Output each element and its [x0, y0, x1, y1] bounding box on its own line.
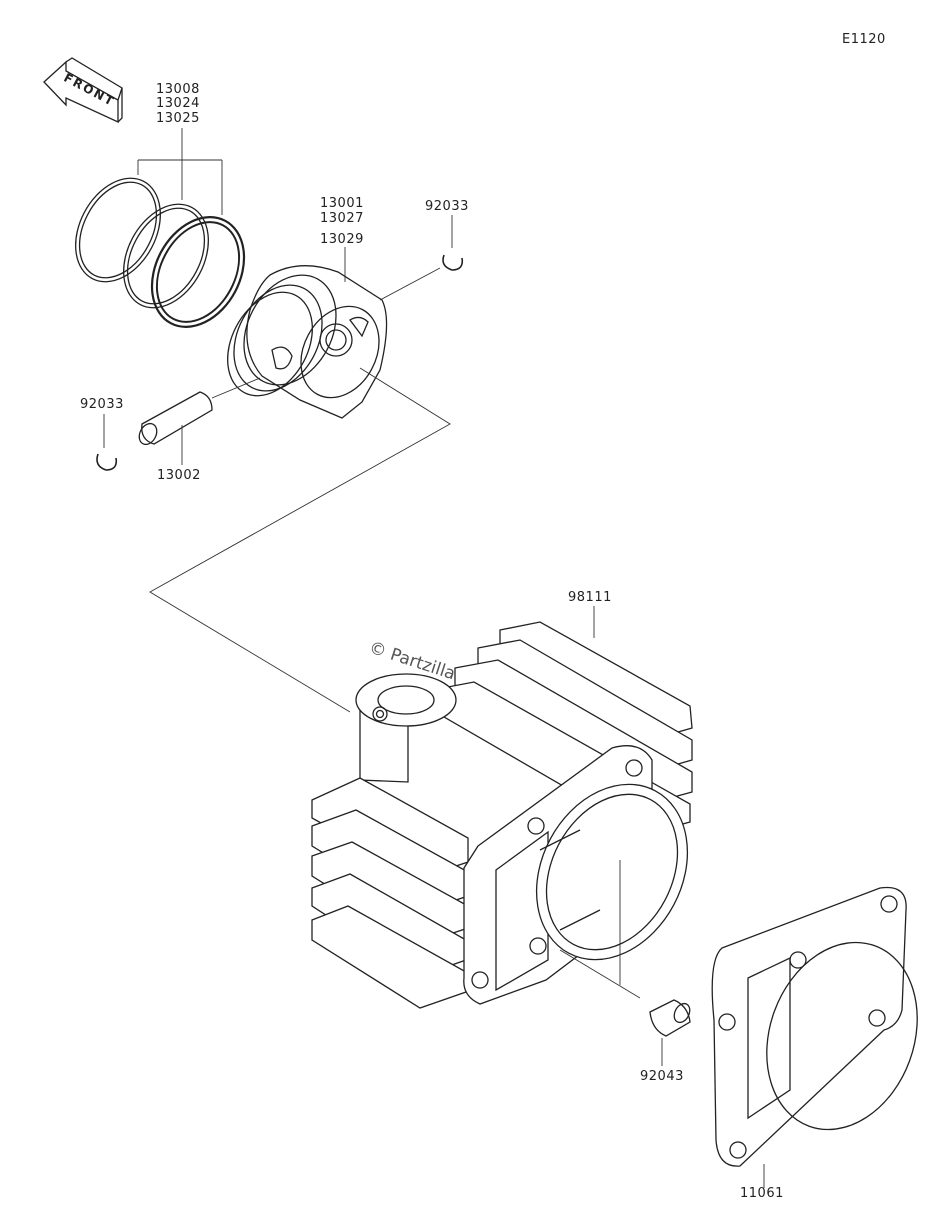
piston-rings: [75, 177, 246, 328]
part-number-92033-left: 92033: [80, 397, 124, 412]
part-number-13001: 13001: [320, 196, 364, 211]
piston-pin: 13002: [138, 377, 261, 483]
cylinder-block: [311, 621, 693, 1009]
front-label: FRONT: [62, 71, 118, 110]
head-gasket: 11061: [711, 886, 918, 1201]
diagram-code: E1120: [842, 32, 886, 47]
part-number-98111: 98111: [568, 590, 612, 605]
part-number-11061: 11061: [740, 1186, 784, 1200]
assembly-leader: [149, 367, 451, 713]
part-number-92043: 92043: [640, 1069, 684, 1084]
piston: [227, 265, 441, 419]
rings-callout: 13008 13024 13025: [137, 82, 223, 215]
part-number-13029: 13029: [320, 232, 364, 247]
clip-right-callout: 92033: [425, 199, 469, 271]
front-arrow-icon: FRONT: [43, 57, 123, 124]
part-number-13008: 13008: [156, 82, 200, 97]
piston-callout: 13001 13027 13029: [320, 196, 364, 282]
clip-left-callout: 92033: [80, 397, 124, 471]
dowel-pin: 92043: [640, 999, 691, 1084]
part-number-13024: 13024: [156, 96, 200, 111]
part-number-13002: 13002: [157, 468, 201, 483]
part-number-92033-right: 92033: [425, 199, 469, 214]
part-number-13025: 13025: [156, 111, 200, 126]
part-number-13027: 13027: [320, 211, 364, 226]
